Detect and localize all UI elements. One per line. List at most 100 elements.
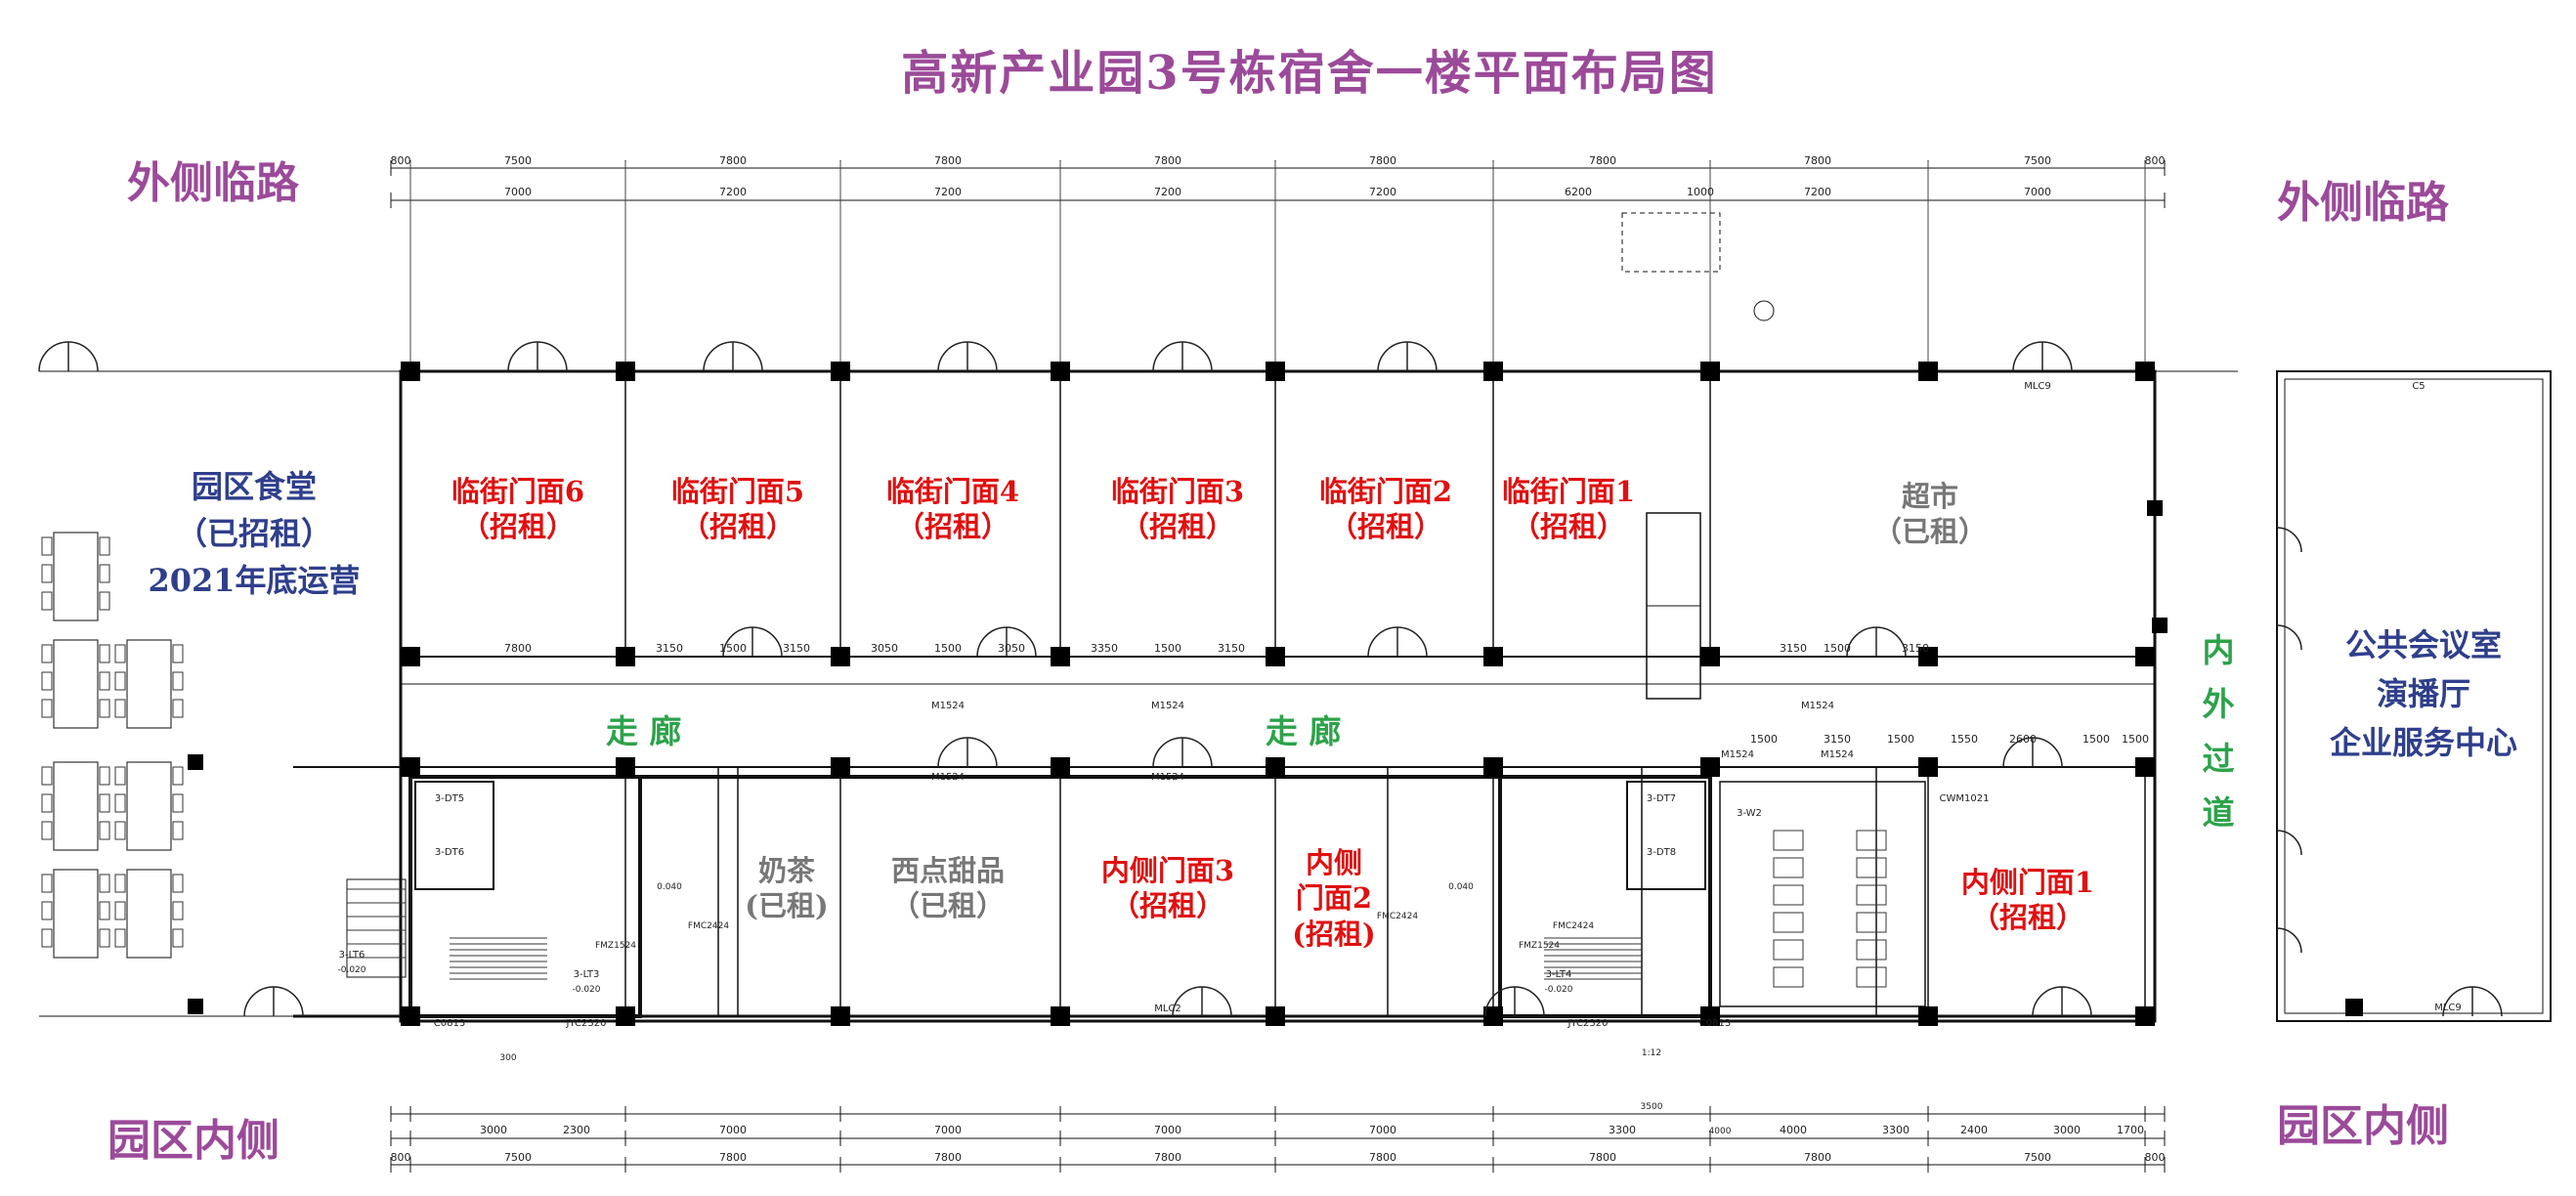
dimension-text: 3000 — [2053, 1124, 2081, 1136]
door-swing — [1875, 626, 1907, 658]
dimension-text: 3150 — [656, 642, 683, 655]
canteen-chair — [172, 901, 184, 920]
column — [2345, 999, 2363, 1016]
column — [2135, 362, 2155, 381]
canteen-chair — [172, 671, 184, 691]
column — [1483, 757, 1503, 777]
column — [1266, 647, 1285, 666]
canteen-chair — [41, 793, 53, 813]
dimension-text: 7500 — [504, 154, 532, 167]
toilet-block — [1719, 781, 1926, 1007]
canteen-chair — [99, 766, 110, 786]
door-swing — [38, 341, 69, 372]
label-bottom-left-inner: 园区内侧 — [107, 1116, 279, 1166]
door-swing — [2002, 737, 2034, 768]
door-swing — [703, 341, 734, 372]
door-swing — [966, 341, 998, 372]
column — [1051, 1006, 1070, 1026]
dimension-text: 4000 — [1780, 1124, 1807, 1136]
canteen-chair — [172, 766, 184, 786]
street-unit-2-status: （招租） — [1328, 510, 1442, 544]
door-code-text: JYC2320 — [1567, 1018, 1609, 1029]
canteen-table — [53, 532, 99, 621]
canteen-table — [53, 639, 99, 729]
inner-unit-2: 内侧 门面2 (招租) — [1280, 845, 1388, 952]
inner-unit-1: 内侧门面1 （招租） — [1930, 865, 2125, 936]
canteen-chair — [172, 644, 184, 663]
toilet-stall — [1856, 830, 1887, 851]
canteen-chair — [41, 821, 53, 840]
door-code-text: C0813 — [434, 1018, 465, 1029]
door-swing — [1152, 737, 1183, 768]
canteen-chair — [114, 671, 126, 691]
street-unit-6-status: （招租） — [460, 510, 575, 544]
column — [401, 647, 420, 666]
door-swing — [2442, 986, 2473, 1017]
canteen-label: 园区食堂 （已招租） 2021年底运营 — [142, 467, 366, 600]
stair-label-text: 3-DT5 — [435, 793, 464, 804]
milk-tea-status: (已租) — [745, 889, 829, 923]
column — [401, 757, 420, 777]
toilet-stall — [1856, 857, 1887, 878]
canteen-chair — [41, 536, 53, 556]
east-building-line-2: 演播厅 — [2376, 675, 2470, 712]
door-swing — [2012, 341, 2043, 372]
column — [616, 647, 635, 666]
door-code-text: M1524 — [1721, 749, 1754, 760]
note-text: FMC2424 — [1377, 912, 1418, 921]
canteen-chair — [41, 766, 53, 786]
dimension-text: 1500 — [1887, 733, 1914, 746]
door-code-text: M1524 — [1801, 701, 1834, 711]
door-swing — [1201, 986, 1232, 1017]
dimension-text: 1000 — [1687, 186, 1714, 198]
door-swing — [2276, 830, 2302, 856]
column — [1918, 362, 1938, 381]
dimension-text: 800 — [2145, 1151, 2166, 1164]
column — [2135, 647, 2155, 666]
door-swing — [2032, 986, 2063, 1017]
label-top-right-road: 外侧临路 — [2277, 178, 2449, 228]
column — [2152, 618, 2168, 633]
canteen-chair — [99, 793, 110, 813]
door-swing — [243, 986, 275, 1017]
dimension-text: 7800 — [1154, 1151, 1181, 1164]
dimension-text: 1500 — [1750, 733, 1778, 746]
canteen-chair — [114, 766, 126, 786]
door-swing — [937, 341, 968, 372]
column — [2135, 1006, 2155, 1026]
door-swing — [2471, 986, 2503, 1017]
door-swing — [937, 737, 968, 768]
dimension-text: 2400 — [1960, 1124, 1988, 1136]
grid-bubble — [1753, 300, 1775, 321]
street-unit-3-name: 临街门面3 — [1110, 475, 1245, 508]
canteen-chair — [114, 793, 126, 813]
elevator-west — [414, 781, 494, 890]
door-swing — [976, 626, 1008, 658]
dimension-text: 3150 — [783, 642, 810, 655]
canteen-chair — [114, 874, 126, 893]
canteen-chair — [41, 901, 53, 920]
dimension-text: 3150 — [1824, 733, 1851, 746]
canteen-chair — [172, 928, 184, 948]
dimension-text: 7200 — [934, 186, 962, 198]
dimension-text: 2600 — [2009, 733, 2037, 746]
column — [1483, 1006, 1503, 1026]
column — [831, 647, 850, 666]
door-code-text: M1524 — [931, 772, 965, 783]
street-unit-5-name: 临街门面5 — [670, 475, 805, 508]
door-swing — [1406, 341, 1438, 372]
column — [1918, 1006, 1938, 1026]
note-text: FMC2424 — [1553, 921, 1594, 931]
door-swing — [1181, 341, 1213, 372]
inner-unit-1-name: 内侧门面1 — [1960, 866, 2095, 899]
east-building-inner — [2284, 378, 2544, 1014]
passage-char-1: 内 — [2202, 631, 2235, 669]
dimension-text: 800 — [391, 154, 411, 167]
column — [1266, 362, 1285, 381]
canteen-chair — [172, 821, 184, 840]
dimension-text: 1500 — [1824, 642, 1851, 655]
dimension-text: 7800 — [504, 642, 532, 655]
dimension-text: 3350 — [1091, 642, 1118, 655]
column — [1483, 362, 1503, 381]
